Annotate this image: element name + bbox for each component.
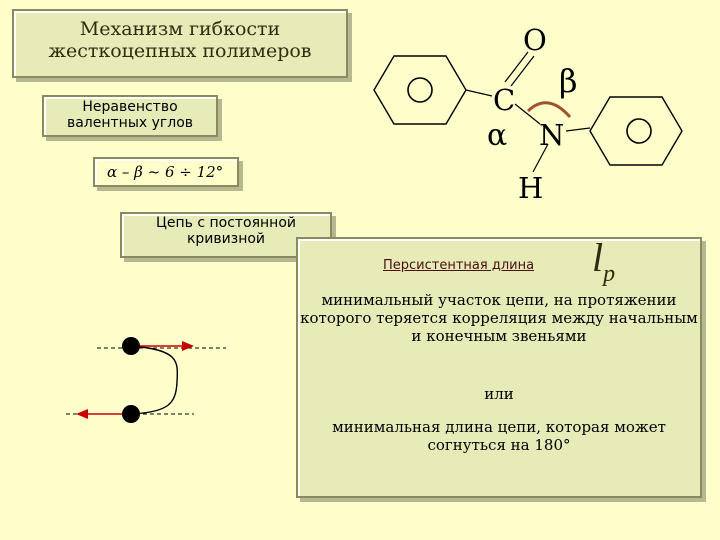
- definition-second: минимальная длина цепи, которая может со…: [332, 418, 666, 454]
- right-benzene-ring: [589, 96, 683, 166]
- carbonyl-bond-1: [504, 51, 529, 83]
- inequality-label: Неравенство валентных углов: [66, 99, 194, 132]
- persistence-symbol-l: l: [592, 235, 604, 280]
- bottom-chain-end: [122, 405, 140, 423]
- inequality-box: Неравенство валентных углов: [42, 95, 218, 137]
- nitrogen-atom: N: [539, 118, 564, 152]
- nitrogen-hydrogen-bond: [532, 143, 549, 173]
- carbonyl-bond-2: [510, 55, 535, 87]
- slide-title: Механизм гибкости жесткоцепных полимеров: [48, 18, 312, 62]
- top-chain-end: [122, 337, 140, 355]
- beta-angle-label: β: [559, 62, 578, 100]
- curvature-label: Цепь с постоянной кривизной: [155, 215, 296, 248]
- chain-curve: [131, 345, 179, 415]
- definition-first: минимальный участок цепи, на протяжении …: [300, 291, 698, 345]
- persistence-subscript: p: [603, 261, 616, 287]
- persistence-symbol: lp: [592, 238, 615, 294]
- title-box: Механизм гибкости жесткоцепных полимеров: [12, 9, 348, 78]
- carbon-nitrogen-bond: [514, 103, 541, 125]
- alpha-angle-label: α: [487, 118, 507, 153]
- curvature-box: Цепь с постоянной кривизной: [120, 212, 332, 258]
- oxygen-atom: O: [523, 23, 547, 57]
- nitrogen-ring-bond: [565, 127, 591, 132]
- persistence-length-label: Персистентная длина: [383, 258, 535, 273]
- angle-formula: α – β ~ 6 ÷ 12°: [107, 163, 224, 181]
- hydrogen-atom: H: [518, 171, 543, 205]
- left-benzene-ring: [373, 55, 467, 125]
- top-arrow-head: [182, 341, 194, 351]
- bottom-arrow-head: [76, 409, 88, 419]
- carbon-atom: C: [493, 83, 515, 117]
- formula-box: α – β ~ 6 ÷ 12°: [93, 157, 239, 187]
- definition-box: минимальный участок цепи, на протяжении …: [296, 237, 702, 498]
- curved-chain-illustration: [66, 337, 226, 423]
- angle-arc: [526, 101, 572, 119]
- ring-carbon-bond: [465, 89, 493, 97]
- definition-or: или: [484, 385, 514, 403]
